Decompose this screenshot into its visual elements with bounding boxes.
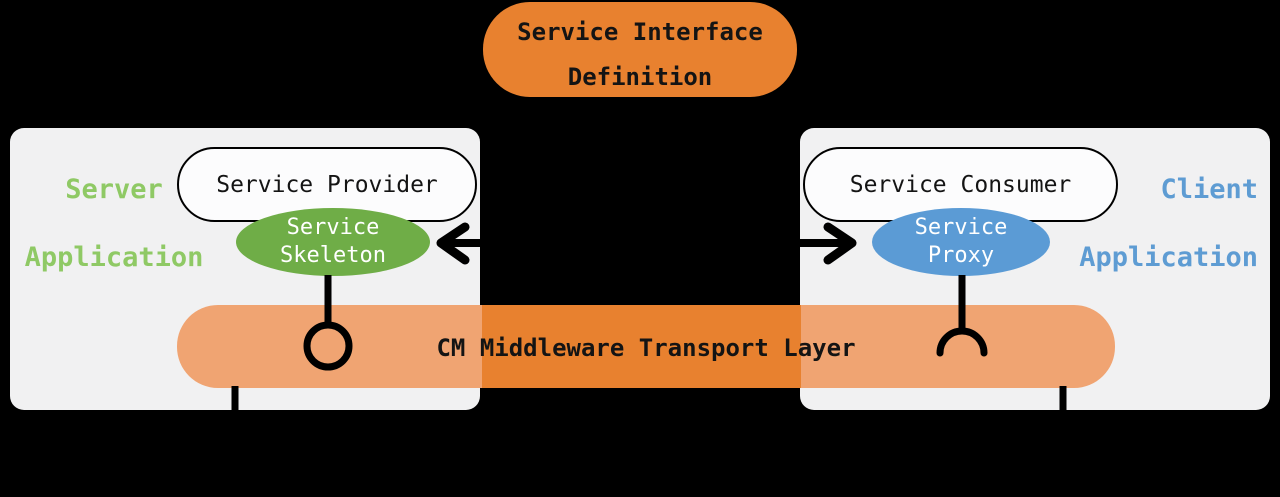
server-label-line1: Server: [65, 174, 163, 205]
service-consumer-label: Service Consumer: [849, 171, 1072, 198]
client-label-line2: Application: [1079, 242, 1258, 273]
service-provider-label: Service Provider: [216, 171, 438, 198]
client-label-line1: Client: [1160, 174, 1258, 205]
server-label-line2: Application: [24, 242, 204, 273]
proxy-label-line2: Proxy: [927, 243, 995, 268]
sid-label-line1: Service Interface: [517, 18, 763, 46]
transport-layer-bar: CM Middleware Transport Layer: [177, 305, 1115, 388]
skeleton-label-line2: Skeleton: [280, 243, 386, 268]
skeleton-label-line1: Service: [286, 215, 380, 240]
transport-layer-label: CM Middleware Transport Layer: [436, 334, 856, 362]
proxy-label-line1: Service: [914, 215, 1008, 240]
sid-label-line2: Definition: [567, 63, 713, 91]
service-interface-definition-node: Service Interface Definition: [483, 2, 797, 97]
